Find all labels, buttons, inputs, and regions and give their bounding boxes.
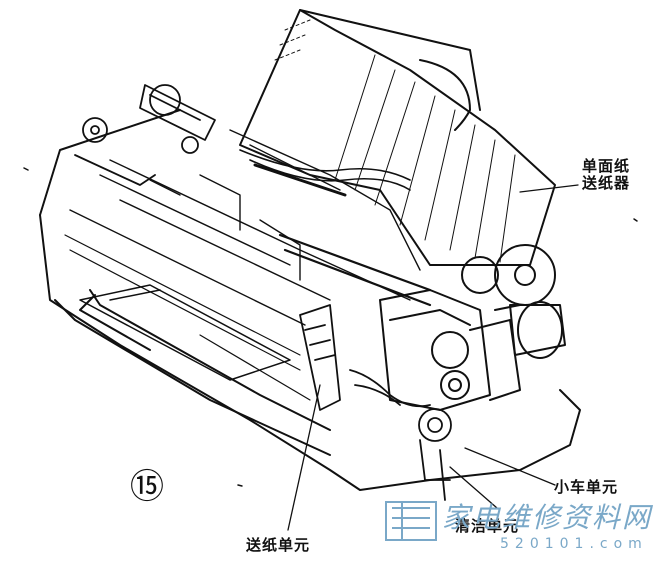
scan-specks <box>23 167 638 487</box>
figure-number: ⑮ <box>130 467 164 507</box>
leader-line-cleaning <box>449 466 498 509</box>
sheet-feeder-tray <box>239 9 556 266</box>
leader-lines <box>287 184 579 531</box>
label-sheet-feeder: 单面纸 送纸器 <box>582 157 631 193</box>
label-sheet-feeder-line1: 单面纸 <box>582 157 631 175</box>
paper-feed-unit-drawing <box>299 304 341 411</box>
leader-line-paper-feed <box>287 384 321 531</box>
cleaning-unit-drawing <box>349 369 452 501</box>
flat-cable <box>239 149 411 197</box>
watermark-logo-icon <box>385 501 437 541</box>
watermark: 家电维修资料网 520101.com <box>382 492 650 562</box>
label-paper-feed-unit: 送纸单元 <box>246 536 311 554</box>
label-sheet-feeder-line2: 送纸器 <box>582 174 631 193</box>
label-cleaning-unit: 清洁单元 <box>455 517 520 535</box>
leader-line-sheet-feeder <box>519 184 579 193</box>
rear-gear-assembly <box>74 84 216 186</box>
watermark-domain: 520101.com <box>500 536 648 552</box>
label-carriage-unit: 小车单元 <box>554 478 619 496</box>
front-paper-tray <box>79 284 291 381</box>
right-motor-assembly <box>461 244 566 359</box>
leader-line-carriage <box>464 447 556 486</box>
watermark-site-name: 家电维修资料网 <box>442 501 653 534</box>
carriage-unit-drawing <box>379 289 521 411</box>
